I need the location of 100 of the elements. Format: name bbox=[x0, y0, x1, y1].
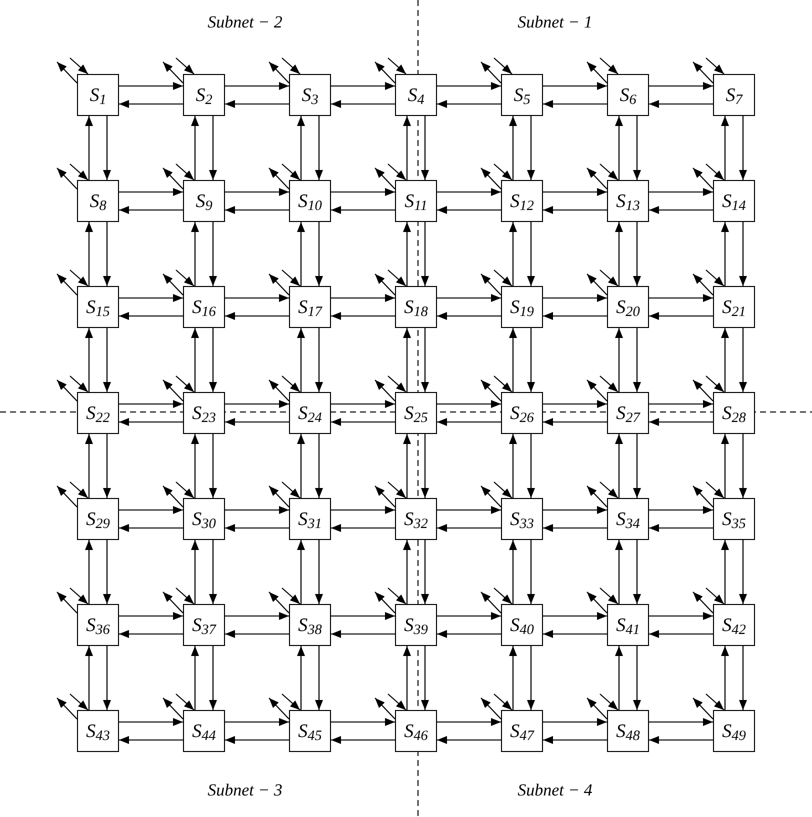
switch-box bbox=[289, 74, 331, 116]
arrow bbox=[209, 646, 217, 710]
arrow bbox=[374, 698, 396, 720]
switch-box bbox=[183, 180, 225, 222]
arrow bbox=[649, 612, 713, 620]
arrow bbox=[543, 506, 607, 514]
arrow bbox=[692, 380, 714, 402]
switch-label: S$_{16}$ bbox=[192, 298, 216, 316]
arrow bbox=[209, 540, 217, 604]
arrow bbox=[633, 646, 641, 710]
arrow bbox=[191, 434, 199, 498]
arrow bbox=[331, 100, 395, 108]
arrow bbox=[586, 592, 608, 614]
arrow bbox=[739, 328, 747, 392]
arrow bbox=[480, 380, 502, 402]
switch-label: S$_{25}$ bbox=[404, 404, 428, 422]
switch-label: S$_{47}$ bbox=[510, 722, 534, 740]
arrow bbox=[162, 62, 184, 84]
switch-label: S$_{27}$ bbox=[616, 404, 640, 422]
switch-box bbox=[183, 498, 225, 540]
switch-label: S$_{10}$ bbox=[298, 192, 322, 210]
arrow bbox=[480, 274, 502, 296]
arrow bbox=[600, 694, 618, 710]
arrow bbox=[374, 168, 396, 190]
arrow bbox=[331, 736, 395, 744]
arrow bbox=[225, 718, 289, 726]
arrow bbox=[649, 400, 713, 408]
arrow bbox=[119, 82, 183, 90]
arrow bbox=[297, 222, 305, 286]
arrow bbox=[225, 418, 289, 426]
arrow bbox=[633, 434, 641, 498]
arrow bbox=[331, 294, 395, 302]
arrow bbox=[225, 100, 289, 108]
switch-box bbox=[501, 710, 543, 752]
arrow bbox=[85, 540, 93, 604]
arrow bbox=[437, 506, 501, 514]
arrow bbox=[282, 270, 300, 286]
arrow bbox=[421, 434, 429, 498]
arrow bbox=[527, 116, 535, 180]
switch-box bbox=[501, 180, 543, 222]
arrow bbox=[543, 100, 607, 108]
arrow bbox=[721, 328, 729, 392]
arrow bbox=[297, 434, 305, 498]
arrow bbox=[615, 646, 623, 710]
switch-label: S$_{39}$ bbox=[404, 616, 428, 634]
arrow bbox=[85, 222, 93, 286]
switch-label: S$_{6}$ bbox=[620, 86, 636, 104]
arrow bbox=[437, 418, 501, 426]
arrow bbox=[692, 168, 714, 190]
arrow bbox=[437, 400, 501, 408]
arrow bbox=[191, 116, 199, 180]
switch-label: S$_{3}$ bbox=[302, 86, 318, 104]
arrow bbox=[331, 630, 395, 638]
arrow bbox=[56, 274, 78, 296]
switch-label: S$_{17}$ bbox=[298, 298, 322, 316]
arrow bbox=[649, 630, 713, 638]
switch-label: S$_{42}$ bbox=[722, 616, 746, 634]
arrow bbox=[437, 612, 501, 620]
switch-box bbox=[395, 286, 437, 328]
arrow bbox=[403, 222, 411, 286]
arrow bbox=[543, 612, 607, 620]
arrow bbox=[268, 486, 290, 508]
arrow bbox=[331, 400, 395, 408]
arrow bbox=[706, 58, 724, 74]
switch-box bbox=[395, 710, 437, 752]
arrow bbox=[543, 400, 607, 408]
arrow bbox=[480, 592, 502, 614]
arrow bbox=[225, 612, 289, 620]
switch-label: S$_{13}$ bbox=[616, 192, 640, 210]
arrow bbox=[374, 592, 396, 614]
arrow bbox=[649, 312, 713, 320]
arrow bbox=[721, 434, 729, 498]
arrow bbox=[103, 116, 111, 180]
arrow bbox=[119, 100, 183, 108]
arrow bbox=[162, 486, 184, 508]
arrow bbox=[706, 270, 724, 286]
arrow bbox=[721, 222, 729, 286]
switch-label: S$_{32}$ bbox=[404, 510, 428, 528]
arrow bbox=[721, 646, 729, 710]
arrow bbox=[331, 524, 395, 532]
arrow bbox=[494, 694, 512, 710]
arrow bbox=[494, 58, 512, 74]
arrow bbox=[191, 540, 199, 604]
arrow bbox=[403, 540, 411, 604]
arrow bbox=[543, 736, 607, 744]
arrow bbox=[103, 328, 111, 392]
arrow bbox=[176, 376, 194, 392]
switch-label: S$_{35}$ bbox=[722, 510, 746, 528]
arrow bbox=[331, 188, 395, 196]
arrow bbox=[543, 294, 607, 302]
arrow bbox=[633, 328, 641, 392]
arrow bbox=[70, 694, 88, 710]
arrow bbox=[225, 82, 289, 90]
switch-box bbox=[607, 74, 649, 116]
arrow bbox=[692, 62, 714, 84]
arrow bbox=[480, 698, 502, 720]
arrow bbox=[119, 188, 183, 196]
arrow bbox=[403, 328, 411, 392]
arrow bbox=[119, 418, 183, 426]
arrow bbox=[421, 540, 429, 604]
